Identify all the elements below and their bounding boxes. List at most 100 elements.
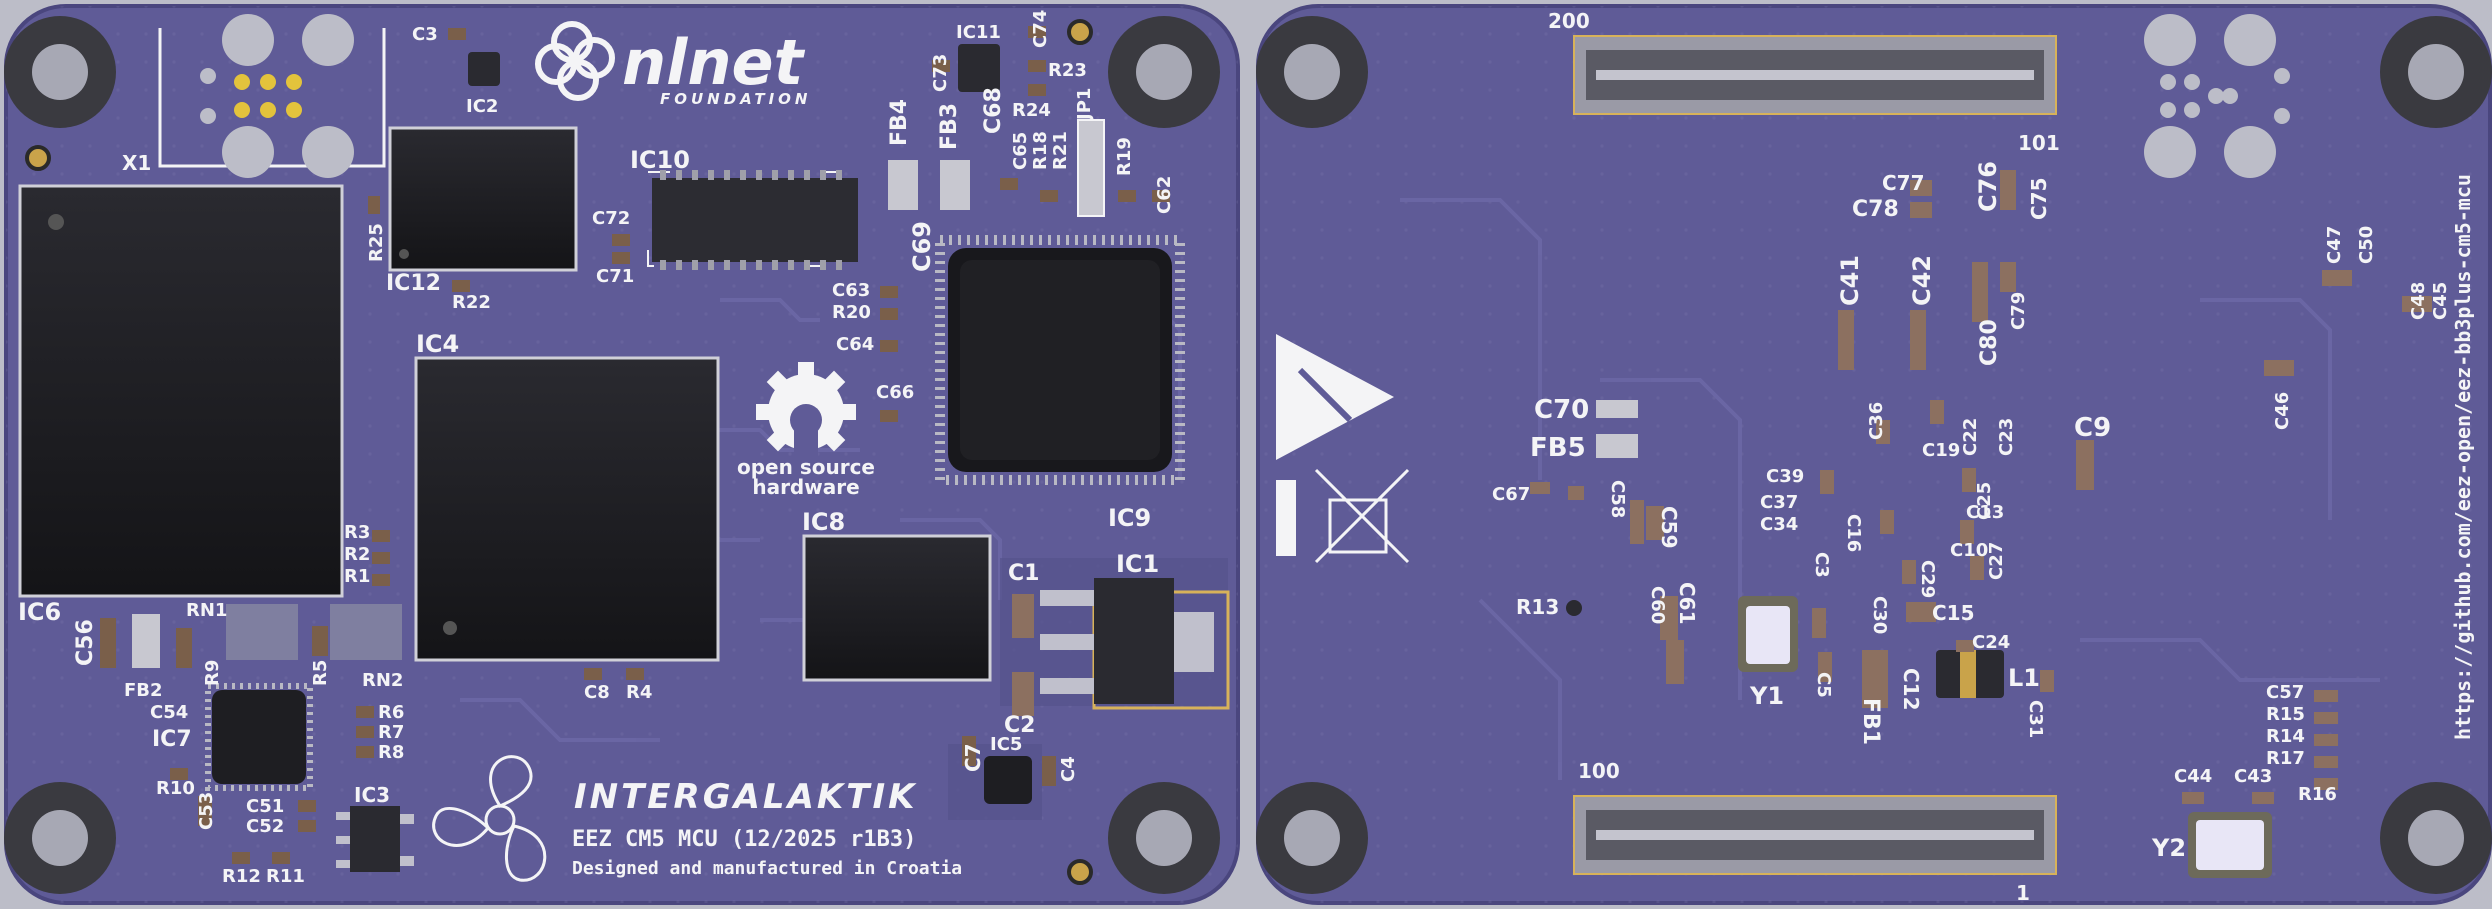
label-c56: C56 [73, 619, 98, 666]
label-c39: C39 [1766, 466, 1804, 487]
label-r16: R16 [2298, 784, 2337, 805]
conn-top-right-pin: 101 [2018, 131, 2060, 155]
label-ic7: IC7 [152, 727, 192, 752]
label-fb3: FB3 [937, 103, 962, 150]
label-c47: C47 [2324, 226, 2345, 264]
nlnet-swirl-icon [535, 21, 615, 101]
propeller-logo-icon [432, 755, 547, 882]
label-r19: R19 [1114, 137, 1135, 176]
label-ic8: IC8 [802, 508, 845, 536]
label-c57: C57 [2266, 682, 2304, 703]
label-c63: C63 [832, 280, 870, 301]
label-c25: C25 [1974, 482, 1995, 520]
label-c76: C76 [1974, 161, 2002, 212]
connector-bottom [1573, 795, 2057, 875]
label-c53: C53 [196, 792, 217, 830]
y1-crystal [1738, 596, 1798, 672]
label-c51: C51 [246, 796, 284, 817]
label-c58: C58 [1607, 480, 1628, 518]
label-ic2: IC2 [466, 96, 498, 117]
fb2-ferrite [132, 614, 160, 668]
front-passives [100, 26, 1170, 864]
label-r15: R15 [2266, 704, 2305, 725]
label-jp1: JP1 [1074, 88, 1095, 122]
label-rn1: RN1 [186, 600, 227, 621]
label-c68: C68 [981, 87, 1006, 134]
ic3-chip [336, 806, 414, 872]
label-r14: R14 [2266, 726, 2305, 747]
mount-hole-br [2380, 782, 2492, 894]
label-c66: C66 [876, 382, 914, 403]
label-c34: C34 [1760, 514, 1798, 535]
mount-hole-tr [1108, 16, 1220, 128]
mount-hole-tl [1256, 16, 1368, 128]
label-r25: R25 [366, 223, 387, 262]
intergalaktik-logo: INTERGALAKTIK [574, 777, 917, 817]
label-ic9: IC9 [1108, 504, 1151, 532]
silk-bar [1276, 480, 1296, 556]
fiducial [1067, 859, 1093, 885]
label-r5: R5 [310, 660, 331, 686]
label-ic10: IC10 [630, 146, 690, 174]
label-c69: C69 [908, 221, 936, 272]
label-r8: R8 [378, 742, 404, 763]
front-designators: X1 C3 IC2 IC11 C74 C73 R23 R24 IC10 FB4 … [18, 10, 1175, 887]
label-fb2: FB2 [124, 680, 163, 701]
label-c80: C80 [1977, 319, 2002, 366]
back-designators: C77 C78 C76 C75 C47 C50 C41 C42 C80 C79 … [1492, 161, 2451, 862]
label-c10: C10 [1950, 540, 1988, 561]
r13-resistor [1566, 600, 1582, 616]
esd-warning-icon [1276, 334, 1394, 460]
label-c4: C4 [1058, 756, 1079, 782]
label-fb5: FB5 [1530, 433, 1586, 463]
label-c16: C16 [1843, 514, 1864, 552]
x1-back-holes [2144, 14, 2290, 178]
label-y1: Y1 [1749, 682, 1784, 710]
label-rn2: RN2 [362, 670, 403, 691]
ic1-regulator [1000, 558, 1230, 710]
label-c60: C60 [1647, 586, 1668, 624]
label-r1: R1 [344, 566, 370, 587]
label-c7: C7 [961, 743, 985, 772]
label-c50: C50 [2356, 226, 2377, 264]
label-ic6: IC6 [18, 598, 61, 626]
label-c37: C37 [1760, 492, 1798, 513]
mount-hole-tl [4, 16, 116, 128]
label-c8: C8 [584, 682, 610, 703]
label-c78: C78 [1852, 197, 1899, 222]
ic8-chip [802, 534, 992, 682]
label-r18: R18 [1030, 131, 1051, 170]
mount-hole-br [1108, 782, 1220, 894]
c1-capacitor [1012, 594, 1034, 638]
label-c67: C67 [1492, 484, 1530, 505]
oshw-text-1: open source [737, 455, 875, 479]
y2-crystal [2188, 812, 2272, 878]
made-in-text: Designed and manufactured in Croatia [572, 858, 962, 879]
label-c43: C43 [2234, 766, 2272, 787]
weee-bin-icon [1314, 468, 1410, 564]
fb3-ferrite [940, 160, 970, 210]
back-board: 200 101 100 1 [1256, 4, 2492, 905]
label-c62: C62 [1154, 176, 1175, 214]
oshw-logo: open source hardware [737, 362, 875, 499]
label-c77: C77 [1882, 171, 1925, 195]
label-r3: R3 [344, 522, 370, 543]
label-c2: C2 [1004, 713, 1035, 738]
rn1-network [226, 604, 298, 660]
label-c23: C23 [1996, 418, 2017, 456]
mount-hole-tr [2380, 16, 2492, 128]
label-r7: R7 [378, 722, 404, 743]
label-c48: C48 [2408, 282, 2429, 320]
label-c46: C46 [2272, 392, 2293, 430]
label-c44: C44 [2174, 766, 2212, 787]
label-c1: C1 [1008, 561, 1039, 586]
label-c59: C59 [1657, 506, 1681, 549]
fb4-ferrite [888, 160, 918, 210]
label-c52: C52 [246, 816, 284, 837]
label-c61: C61 [1675, 582, 1699, 625]
label-r13: R13 [1516, 595, 1559, 619]
label-c79: C79 [2008, 292, 2029, 330]
conn-bot-left-pin: 100 [1578, 759, 1620, 783]
nlnet-brand-text: nlnet [622, 26, 806, 99]
label-c54: C54 [150, 702, 188, 723]
